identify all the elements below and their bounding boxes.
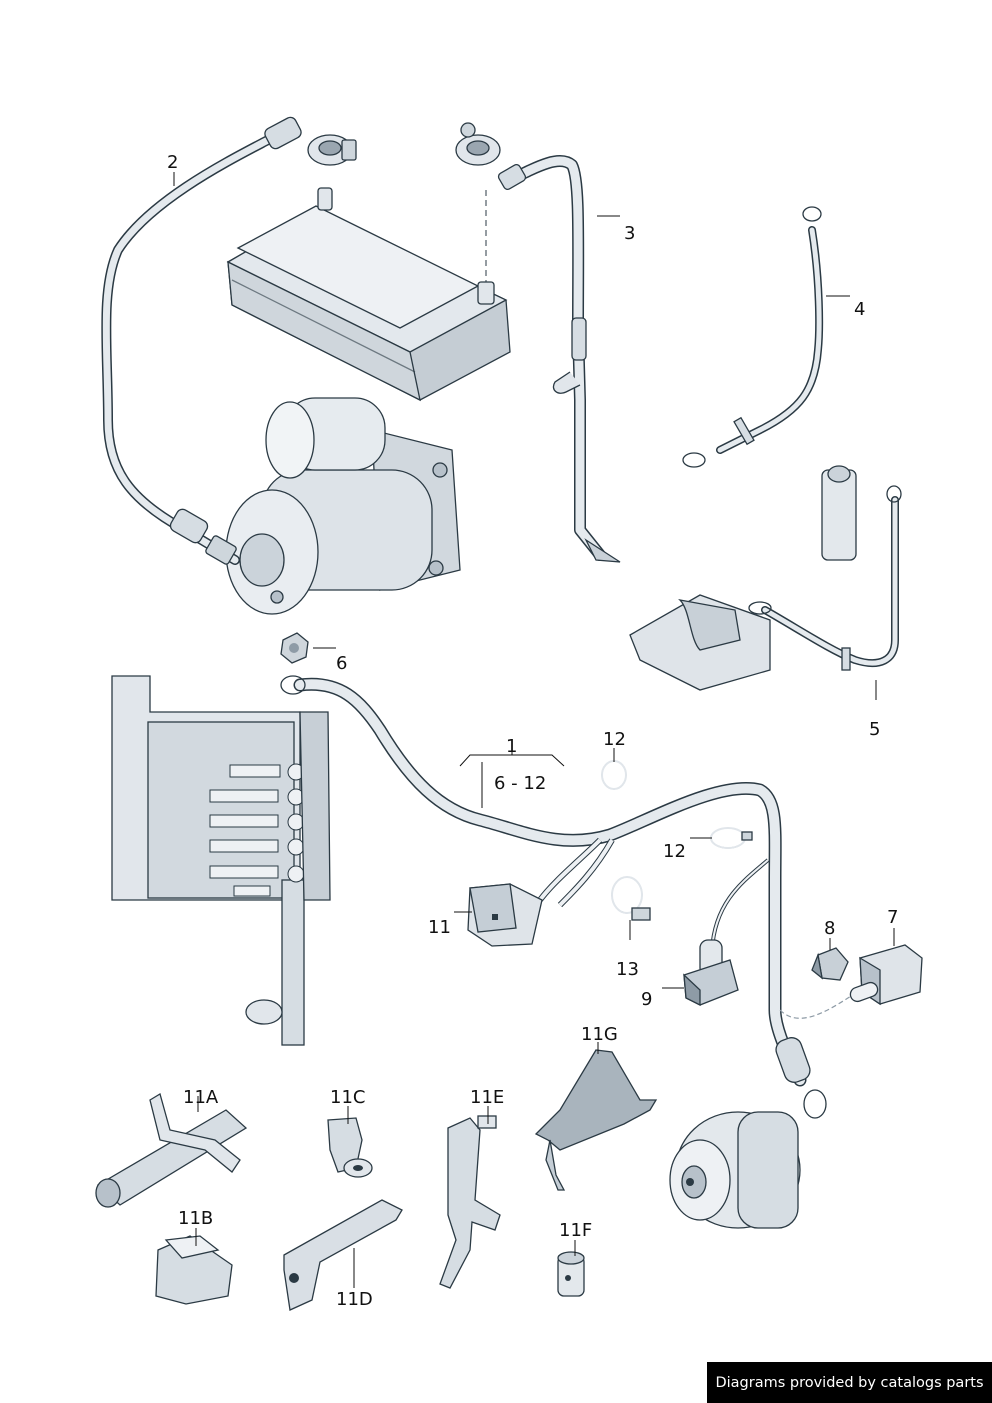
sensor-9 (683, 939, 739, 1007)
callout-11e: 11E (470, 1087, 504, 1108)
bracket-11d (283, 1199, 403, 1311)
callout-6: 6 (336, 653, 347, 674)
callout-11: 11 (428, 917, 451, 938)
bracket-11c (327, 1117, 373, 1178)
callout-5: 5 (869, 719, 880, 740)
callout-11a: 11A (183, 1087, 219, 1108)
cable-tie-13 (611, 876, 651, 921)
callout-3: 3 (624, 223, 635, 244)
ground-strap-4 (682, 206, 824, 468)
ground-strap-5 (629, 465, 902, 691)
credit-banner: Diagrams provided by catalogs parts (707, 1362, 992, 1403)
callout-13: 13 (616, 959, 639, 980)
wiring-harness (280, 675, 861, 1119)
callout-labels: 2 3 4 5 6 1 6 - 12 12 12 11 13 9 8 7 11G… (167, 152, 898, 1310)
callout-11d: 11D (336, 1289, 373, 1310)
nut-6 (280, 632, 309, 664)
clip-11b (155, 1235, 233, 1305)
fuse-relay-box (111, 675, 331, 1046)
connector-11 (467, 883, 543, 947)
starter-motor (225, 397, 461, 615)
callout-11c: 11C (330, 1087, 365, 1108)
switch-8 (811, 947, 849, 981)
callout-11f: 11F (559, 1220, 592, 1241)
callout-4: 4 (854, 299, 865, 320)
battery-terminal-pos (477, 281, 495, 305)
battery-positive-cable (455, 122, 621, 563)
callout-11b: 11B (178, 1208, 213, 1229)
hose-clamp-12a (601, 760, 627, 790)
bracket-11g (534, 1049, 658, 1191)
bracket-11a (95, 1093, 248, 1208)
alternator (669, 1111, 801, 1229)
bracket-11e (439, 1115, 501, 1289)
callout-12-top: 12 (603, 729, 626, 750)
holder-7 (849, 944, 923, 1006)
battery-ground-cable (101, 116, 357, 565)
callout-9: 9 (641, 989, 652, 1010)
callout-11g: 11G (581, 1024, 618, 1045)
battery (226, 187, 511, 402)
callout-12-mid: 12 (663, 841, 686, 862)
callout-1-range: 6 - 12 (494, 773, 546, 794)
sleeve-11f (557, 1251, 585, 1297)
callout-8: 8 (824, 918, 835, 939)
hose-clamp-12b (710, 827, 753, 849)
callout-1: 1 (506, 736, 517, 757)
battery-terminal-neg (317, 187, 333, 211)
leader-lines (173, 172, 895, 1288)
callout-7: 7 (887, 907, 898, 928)
callout-2: 2 (167, 152, 178, 173)
